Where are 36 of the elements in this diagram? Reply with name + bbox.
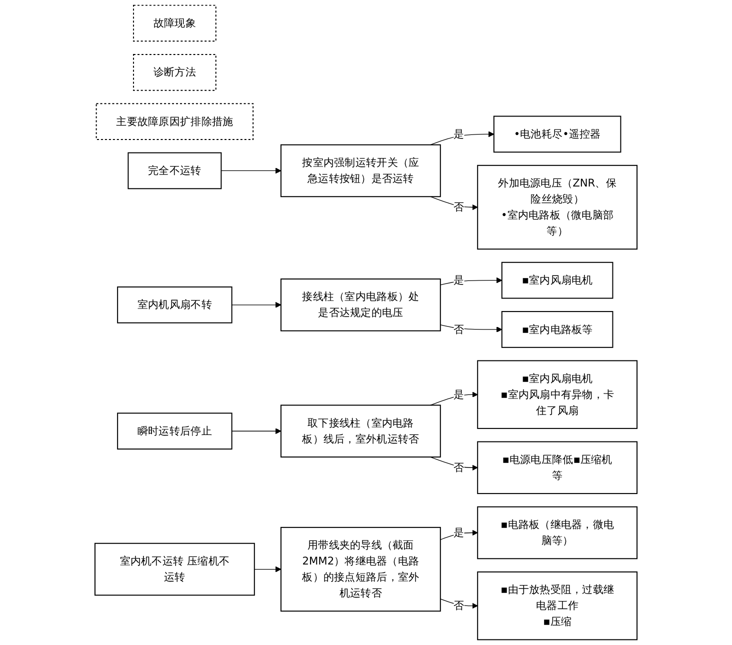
arrow (430, 131, 494, 146)
edge-label: 否 (454, 461, 464, 474)
node-box: ▪电路板（继电器，微电脑等） (477, 506, 638, 560)
edge-label: 是 (454, 274, 464, 286)
arrow (254, 566, 282, 572)
arrow (430, 392, 478, 406)
arrow (231, 302, 282, 308)
node-box: 室内机风扇不转 (117, 286, 232, 324)
node-box: 完全不运转 (128, 152, 222, 190)
node-box: 外加电源电压（ZNR、保险丝烧毁） •室内电路板（微电脑部等） (477, 164, 638, 250)
node-box: 故障现象 (133, 4, 216, 42)
edge-label: 是 (454, 128, 464, 140)
arrow (440, 324, 502, 332)
node-box: ▪电源电压降低▪压缩机等 (477, 441, 638, 494)
node-box: ▪室内风扇电机 (501, 262, 614, 299)
node-box: •电池耗尽•遥控器 (493, 116, 622, 153)
arrow (440, 530, 478, 540)
node-box: 主要故障原因扩排除措施 (96, 103, 254, 140)
edge-label: 是 (454, 526, 464, 539)
node-box: 用带线夹的导线（截面2MM2）将继电器（电路板）的接点短路后，室外机运转否 (280, 526, 441, 612)
node-box: 取下接线柱（室内电路板）线后，室外机运转否 (280, 404, 441, 458)
edge-label: 是 (454, 388, 464, 401)
arrow (440, 277, 502, 286)
node-box: ▪室内风扇电机 ▪室内风扇中有异物，卡住了风扇 (477, 360, 638, 429)
node-box: 瞬时运转后停止 (117, 412, 232, 450)
node-box: ▪室内电路板等 (501, 311, 614, 348)
node-box: 室内机不运转 压缩机不运转 (94, 542, 255, 596)
node-box: 按室内强制运转开关（应急运转按钮）是否运转 (280, 144, 441, 198)
arrow (231, 428, 282, 434)
node-box: 诊断方法 (133, 54, 216, 91)
edge-label: 否 (454, 200, 464, 214)
arrow (220, 168, 282, 174)
edge-label: 否 (454, 599, 464, 612)
node-box: ▪由于放热受阻，过载继电器工作 ▪压缩 (477, 571, 638, 640)
edge-label: 否 (454, 322, 464, 336)
node-box: 接线柱（室内电路板）处是否达规定的电压 (280, 278, 441, 332)
